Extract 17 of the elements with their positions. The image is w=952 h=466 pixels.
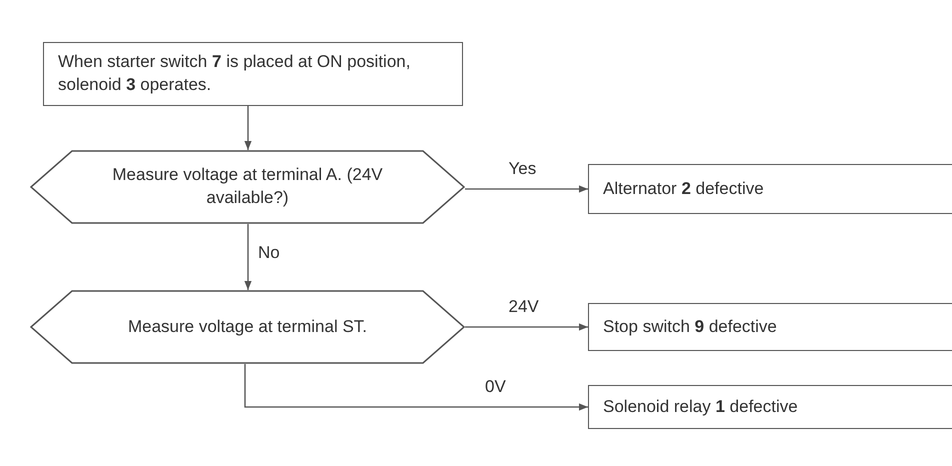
node-text: Measure voltage at terminal A. (24V available?) xyxy=(111,164,384,209)
result-box xyxy=(588,164,952,214)
node-text: When starter switch 7 is placed at ON position, solenoid 3 operates. xyxy=(57,51,412,96)
start-box xyxy=(43,42,463,106)
node-text: Alternator 2 defective xyxy=(602,178,765,200)
decision-hexagon xyxy=(30,290,465,364)
node-text: Measure voltage at terminal ST. xyxy=(126,316,368,338)
arrow xyxy=(244,364,588,411)
arrow xyxy=(465,185,588,193)
arrow xyxy=(244,106,252,150)
arrow xyxy=(465,323,588,331)
node-text: Solenoid relay 1 defective xyxy=(602,396,799,418)
result-box xyxy=(588,385,952,429)
arrow xyxy=(244,224,252,290)
node-text: Stop switch 9 defective xyxy=(602,316,778,338)
result-box xyxy=(588,303,952,351)
decision-hexagon xyxy=(30,150,465,224)
